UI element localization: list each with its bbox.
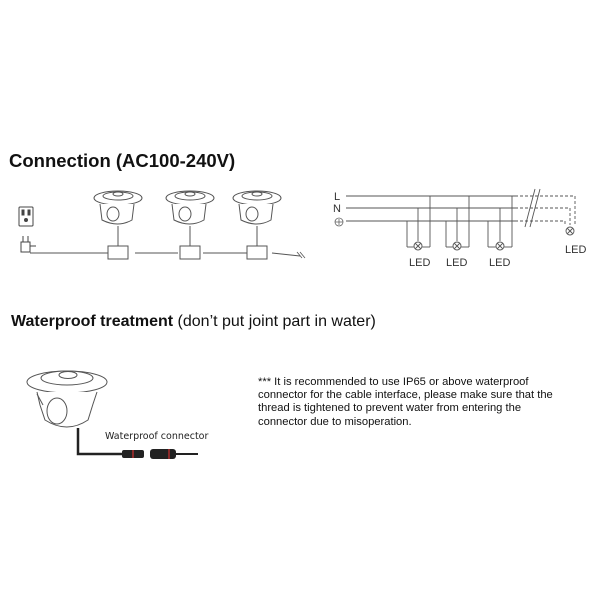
line-label-l: L — [334, 191, 340, 203]
waterproof-connector-icon — [122, 449, 198, 459]
led-label: LED — [409, 257, 430, 269]
connector-label: Waterproof connector — [105, 431, 209, 442]
led-lamp-icon — [452, 241, 462, 251]
waterproof-note: *** It is recommended to use IP65 or abo… — [258, 376, 553, 428]
waterproof-title-bold: Waterproof treatment — [11, 313, 174, 330]
waterproof-title: Waterproof treatment (don’t put joint pa… — [11, 313, 376, 331]
plug-icon — [20, 236, 36, 253]
connection-illustration — [18, 190, 306, 260]
led-label: LED — [565, 244, 586, 256]
waterproof-illustration — [26, 370, 198, 459]
wall-outlet-icon — [18, 206, 34, 227]
wiring-diagram: L N — [333, 188, 586, 269]
led-label: LED — [489, 257, 510, 269]
light-fixture-icon — [232, 190, 282, 260]
led-label: LED — [446, 257, 467, 269]
light-fixture-icon — [26, 370, 108, 428]
led-lamp-icon — [413, 241, 423, 251]
connection-title: Connection (AC100-240V) — [9, 150, 236, 171]
ground-icon — [334, 217, 344, 227]
line-label-n: N — [333, 203, 341, 215]
led-lamp-icon — [565, 226, 575, 236]
waterproof-title-note: (don’t put joint part in water) — [173, 313, 376, 330]
light-fixture-icon — [93, 190, 143, 260]
light-fixture-icon — [165, 190, 215, 260]
led-lamp-icon — [495, 241, 505, 251]
